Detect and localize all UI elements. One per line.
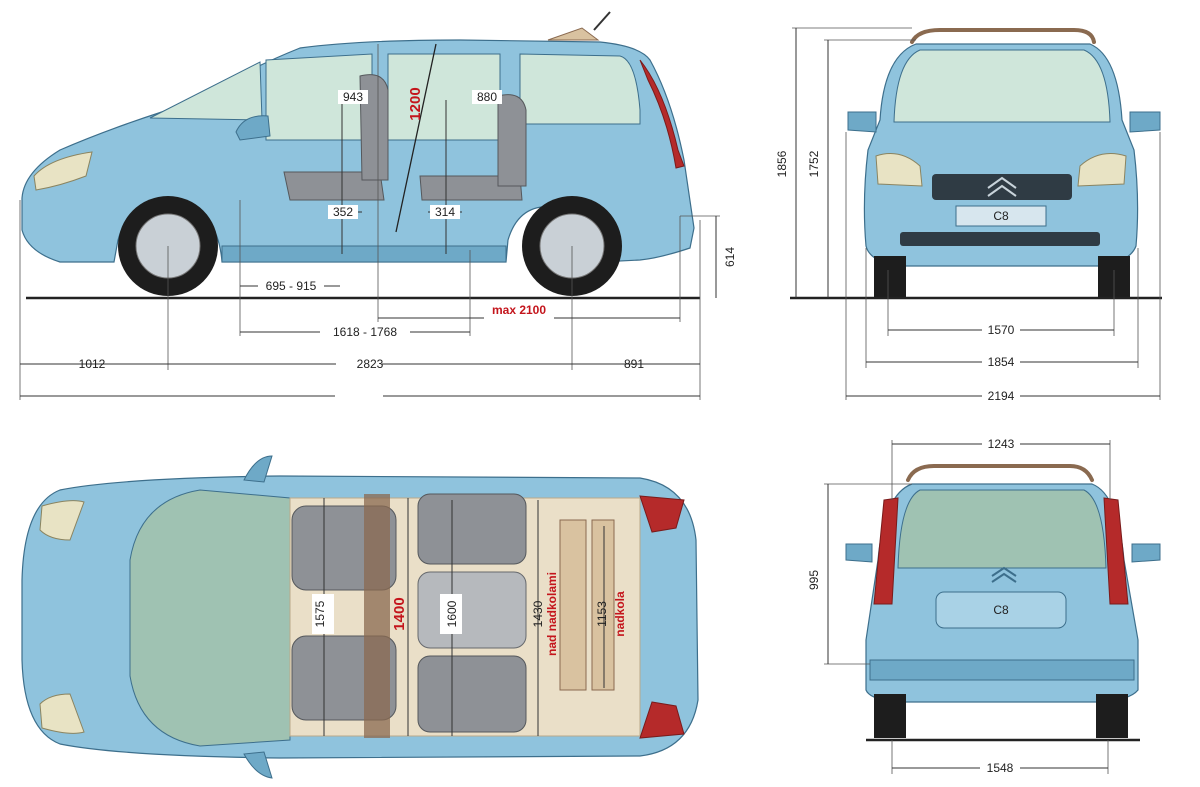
top-mirror-left: [243, 455, 273, 483]
arches-rear-label: nadkola: [613, 591, 627, 637]
top-mirror-right: [243, 751, 273, 779]
side-headlamp: [33, 151, 93, 191]
top-headlamp-left: [39, 500, 85, 541]
front-roof-rails: [910, 28, 1096, 44]
dim-seat2-depth: 314: [435, 205, 455, 219]
side-tail-lamp: [639, 59, 685, 169]
top-seats-row2: [417, 493, 527, 733]
front-tire-left: [874, 256, 906, 298]
front-windshield: [893, 49, 1111, 123]
roof-fin: [547, 27, 600, 41]
top-belt-strip: [364, 494, 390, 738]
rear-bumper: [869, 659, 1135, 681]
rear-tail-lamp-left: [873, 497, 899, 605]
rear-tire-right: [1096, 694, 1128, 738]
front-view: C8 1856 1752 1570 1854 2194: [775, 27, 1162, 403]
dim-track-front: 1570: [988, 323, 1015, 337]
rear-mirror-right: [1131, 543, 1161, 563]
top-cargo-rail-left: [559, 519, 587, 691]
side-mirror: [235, 115, 271, 141]
chevron-logo-icon: [987, 176, 1017, 197]
dim-height-total: 1856: [775, 150, 789, 177]
rear-tire-left: [874, 694, 906, 738]
dim-width-row3: 1600: [445, 600, 459, 627]
front-badge: C8: [993, 209, 1009, 223]
antenna: [593, 11, 611, 31]
dim-width-arches: 1430: [531, 600, 545, 627]
rear-view: C8 1243 995 1548: [807, 437, 1161, 775]
front-mirror-left: [847, 111, 877, 133]
front-headlamp-right: [1077, 153, 1127, 187]
dim-height-body: 1752: [807, 150, 821, 177]
front-lower-grille: [900, 232, 1100, 246]
dim-seat1-depth: 352: [333, 205, 353, 219]
rear-roof-rails: [906, 464, 1094, 482]
rear-badge: C8: [993, 603, 1009, 617]
dim-rear-overhang: 891: [624, 357, 644, 371]
dim-cabin-height: 1200: [407, 87, 424, 120]
dim-seat1-height: 943: [343, 90, 363, 104]
front-mirror-right: [1129, 111, 1161, 133]
rear-tail-lamp-right: [1103, 497, 1129, 605]
dim-roof-width: 1243: [988, 437, 1015, 451]
top-tail-lamp-left: [639, 495, 685, 533]
top-headlamp-right: [39, 693, 85, 734]
arches-label: nad nadkolami: [545, 572, 559, 656]
rear-mirror-left: [845, 543, 873, 563]
dim-cargo-range: 1618 - 1768: [333, 325, 397, 339]
dim-width-body: 1854: [988, 355, 1015, 369]
side-windshield: [149, 61, 263, 121]
rear-window: [897, 489, 1107, 569]
rear-plate-recess: [935, 591, 1067, 629]
top-cargo-rail-right: [591, 519, 615, 691]
front-plate: [955, 205, 1047, 227]
dim-seat2-height: 880: [477, 90, 497, 104]
rear-chevron-logo-icon: [991, 566, 1017, 583]
front-headlamp-left: [875, 153, 923, 187]
dim-front-overhang: 1012: [79, 357, 106, 371]
dim-width-row1: 1575: [313, 600, 327, 627]
dim-cargo-max: max 2100: [492, 303, 546, 317]
dim-width-mirrors: 2194: [988, 389, 1015, 403]
dim-wheelbase: 2823: [357, 357, 384, 371]
top-windshield: [129, 489, 291, 747]
dim-width-row2: 1400: [391, 597, 408, 630]
dim-sill-height: 614: [723, 247, 737, 267]
dim-width-arches-rear: 1153: [595, 601, 609, 627]
dim-tailgate-height: 995: [807, 570, 821, 590]
top-tail-lamp-right: [639, 701, 685, 739]
side-view: 4726 1012 2823 891 1618 - 1768 max 2100 …: [19, 11, 737, 403]
side-window-rear: [519, 53, 641, 125]
top-view: 1575 1400 1600 1430 nad nadkolami 1153 n…: [21, 455, 699, 779]
side-skirt: [221, 245, 507, 263]
dim-track-rear: 1548: [987, 761, 1014, 775]
dim-cargo-min: 695 - 915: [266, 279, 317, 293]
